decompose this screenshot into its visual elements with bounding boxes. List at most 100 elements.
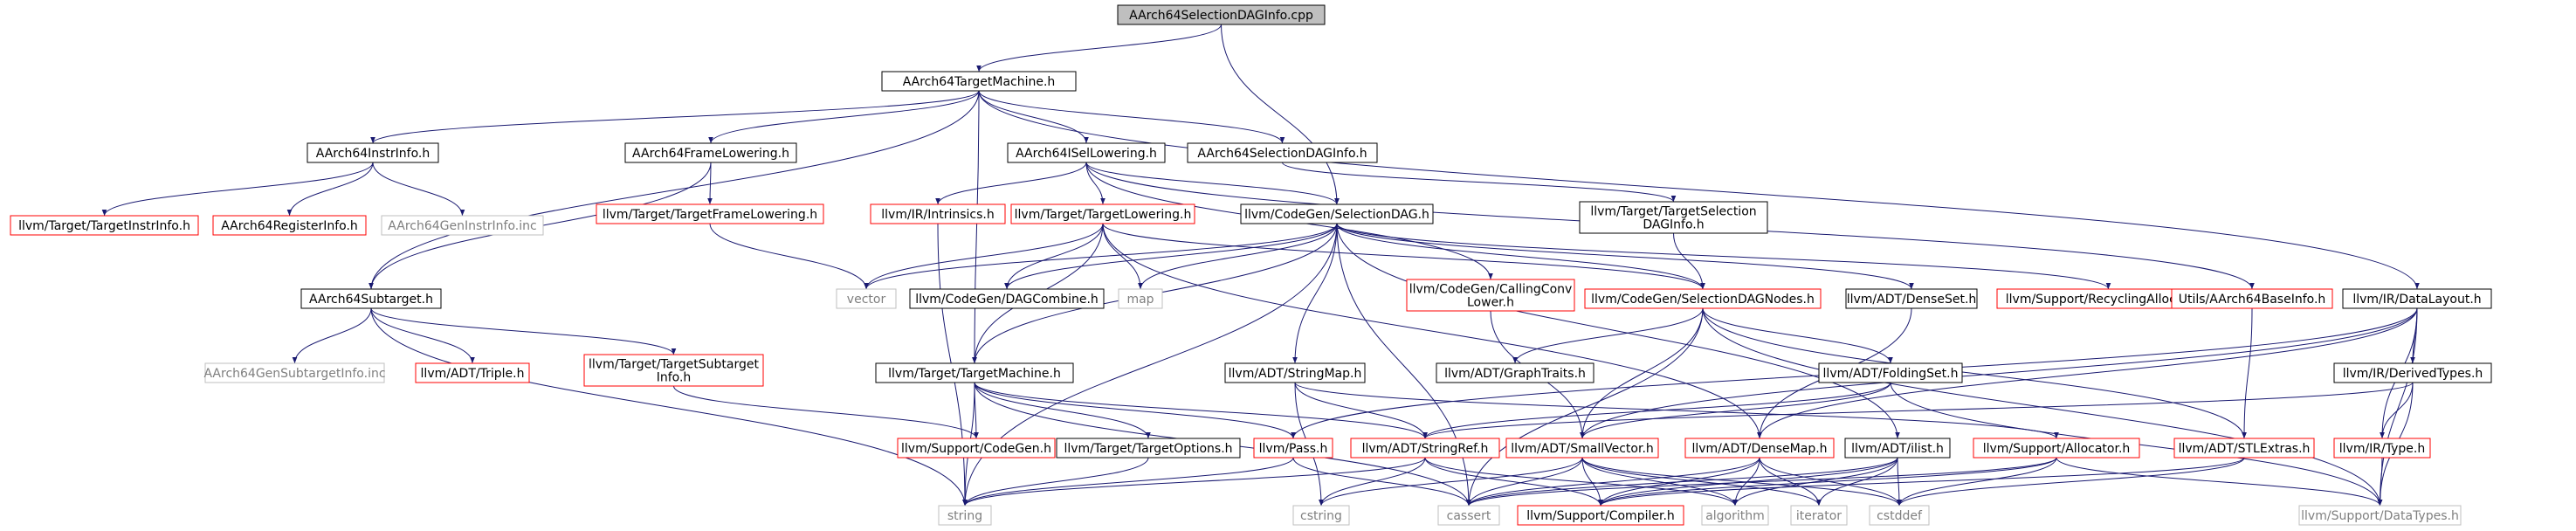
- node-label: llvm/ADT/Triple.h: [421, 367, 525, 381]
- node-label: AArch64SelectionDAGInfo.cpp: [1129, 9, 1313, 23]
- node-llvm-adt-stlextras-h[interactable]: llvm/ADT/STLExtras.h: [2173, 438, 2315, 459]
- edge-seldagnodes-to-stlextras: [1702, 307, 2247, 439]
- node-box: [1118, 288, 1163, 309]
- node-box: [1350, 438, 1500, 459]
- node-llvm-adt-denseset-h[interactable]: llvm/ADT/DenseSet.h: [1845, 288, 1978, 309]
- node-llvm-adt-smallvector-h[interactable]: llvm/ADT/SmallVector.h: [1505, 438, 1659, 459]
- node-label: llvm/CodeGen/SelectionDAG.h: [1244, 208, 1429, 222]
- node-label: llvm/Support/Allocator.h: [1983, 442, 2131, 456]
- edge-ilist-to-iterator: [1816, 457, 1898, 507]
- node-llvm-ir-type-h[interactable]: llvm/IR/Type.h: [2333, 438, 2431, 459]
- edge-targetmachine-to-stringref: [974, 382, 1428, 439]
- edge-smallvector-to-cstddef: [1581, 457, 1902, 507]
- edge-stringmap-to-allocator: [1294, 382, 2059, 439]
- edge-selectiondag-to-dagcombine: [1004, 223, 1338, 290]
- edge-allocator-to-compiler: [1598, 457, 2057, 507]
- node-aarch64selectiondaginfo-h[interactable]: AArch64SelectionDAGInfo.h: [1187, 142, 1378, 163]
- node-llvm-adt-stringref-h[interactable]: llvm/ADT/StringRef.h: [1350, 438, 1500, 459]
- node-aarch64targetmachine-h[interactable]: AArch64TargetMachine.h: [881, 71, 1077, 92]
- edge-allocator-to-datatypes: [2056, 457, 2383, 507]
- node-llvm-target-targetoptions-h[interactable]: llvm/Target/TargetOptions.h: [1056, 438, 1241, 459]
- node-llvm-pass-h[interactable]: llvm/Pass.h: [1253, 438, 1333, 459]
- node-aarch64framelowering-h[interactable]: AArch64FrameLowering.h: [624, 142, 797, 163]
- node-box: [1253, 438, 1333, 459]
- node-llvm-adt-stringmap-h[interactable]: llvm/ADT/StringMap.h: [1224, 362, 1366, 383]
- node-aarch64selectiondaginfo-cpp[interactable]: AArch64SelectionDAGInfo.cpp: [1117, 4, 1326, 25]
- node-box: [1240, 203, 1434, 224]
- node-box: [1007, 142, 1166, 163]
- node-llvm-ir-derivedtypes-h[interactable]: llvm/IR/DerivedTypes.h: [2333, 362, 2492, 383]
- node-label: AArch64GenSubtargetInfo.inc: [203, 367, 385, 381]
- node-box: [624, 142, 797, 163]
- node-llvm-support-codegen-h[interactable]: llvm/Support/CodeGen.h: [897, 438, 1056, 459]
- node-llvm-ir-datalayout-h[interactable]: llvm/IR/DataLayout.h: [2342, 288, 2492, 309]
- node-box: [1579, 201, 1768, 234]
- node-box: [1436, 362, 1595, 383]
- node-box: [2171, 288, 2333, 309]
- node-llvm-adt-densemap-h[interactable]: llvm/ADT/DenseMap.h: [1684, 438, 1835, 459]
- node-label: algorithm: [1705, 509, 1765, 523]
- edge-stlextras-to-compiler: [1598, 457, 2245, 507]
- node-label: llvm/Target/TargetInstrInfo.h: [18, 219, 190, 233]
- node-aarch64isellowering-h[interactable]: AArch64ISelLowering.h: [1007, 142, 1166, 163]
- edge-root-to-tm: [976, 24, 1222, 72]
- node-llvm-support-compiler-h[interactable]: llvm/Support/Compiler.h: [1517, 505, 1684, 526]
- edge-smallvector-to-iterator: [1581, 457, 1822, 507]
- edge-subtarget-to-gensubtarget: [292, 307, 372, 364]
- node-llvm-target-targetlowering-h[interactable]: llvm/Target/TargetLowering.h: [1010, 203, 1195, 224]
- node-llvm-support-allocator-h[interactable]: llvm/Support/Allocator.h: [1973, 438, 2140, 459]
- node-llvm-target-targetmachine-h[interactable]: llvm/Target/TargetMachine.h: [875, 362, 1074, 383]
- node-label: vector: [847, 293, 886, 307]
- edge-selectiondag-to-recycling: [1336, 223, 2111, 290]
- node-label: llvm/ADT/StringRef.h: [1362, 442, 1489, 456]
- node-llvm-codegen-dagcombine-h[interactable]: llvm/CodeGen/DAGCombine.h: [909, 288, 1105, 309]
- node-llvm-adt-ilist-h[interactable]: llvm/ADT/ilist.h: [1844, 438, 1951, 459]
- node-label: llvm/Pass.h: [1259, 442, 1328, 456]
- node-aarch64registerinfo-h[interactable]: AArch64RegisterInfo.h: [212, 215, 367, 236]
- node-llvm-adt-triple-h[interactable]: llvm/ADT/Triple.h: [415, 362, 530, 383]
- node-box: [2333, 362, 2492, 383]
- node-box: [212, 215, 367, 236]
- node-llvm-target-targetframelowering-h[interactable]: llvm/Target/TargetFrameLowering.h: [596, 203, 824, 224]
- edge-derivedtypes-to-type: [2380, 382, 2414, 439]
- node-llvm-codegen-selectiondag-h[interactable]: llvm/CodeGen/SelectionDAG.h: [1240, 203, 1434, 224]
- node-llvm-adt-foldingset-h[interactable]: llvm/ADT/FoldingSet.h: [1818, 362, 1963, 383]
- node-llvm-codegen-selectiondagnodes-h[interactable]: llvm/CodeGen/SelectionDAGNodes.h: [1584, 288, 1822, 309]
- node-label: AArch64TargetMachine.h: [903, 75, 1056, 89]
- node-algorithm: algorithm: [1701, 505, 1769, 526]
- node-label: llvm/ADT/StringMap.h: [1229, 367, 1362, 381]
- node-box: [870, 203, 1006, 224]
- node-box: [1117, 4, 1326, 25]
- edge-isellow-to-targetlowering: [1085, 162, 1105, 205]
- edge-densemap-to-iterator: [1759, 457, 1822, 507]
- edge-densemap-to-cassert: [1466, 457, 1760, 507]
- node-llvm-ir-intrinsics-h[interactable]: llvm/IR/Intrinsics.h: [870, 203, 1006, 224]
- node-vector: vector: [836, 288, 897, 309]
- node-label: llvm/IR/Intrinsics.h: [881, 208, 995, 222]
- node-label: llvm/Target/TargetSubtarget: [589, 358, 759, 372]
- node-label: llvm/ADT/GraphTraits.h: [1444, 367, 1586, 381]
- node-aarch64subtarget-h[interactable]: AArch64Subtarget.h: [300, 288, 442, 309]
- edge-framelow-to-targetframelow: [707, 162, 713, 205]
- node-box: [938, 505, 992, 526]
- node-llvm-target-targetinstrinfo-h[interactable]: llvm/Target/TargetInstrInfo.h: [10, 215, 199, 236]
- edge-allocator-to-cstddef: [1897, 457, 2057, 507]
- edge-targetlowering-to-map: [1102, 223, 1143, 290]
- edge-tm-to-instrinfo: [370, 90, 980, 144]
- edge-basinfo-to-stlextras: [2242, 307, 2253, 439]
- node-aarch64instrinfo-h[interactable]: AArch64InstrInfo.h: [307, 142, 439, 163]
- node-box: [836, 288, 897, 309]
- node-box: [1973, 438, 2140, 459]
- edge-root-to-selectiondag: [1221, 24, 1340, 205]
- edge-subtarget-to-triple: [370, 307, 475, 364]
- edge-subtarget-to-string: [370, 307, 968, 507]
- node-box: [1187, 142, 1378, 163]
- edge-ilist-to-algorithm: [1732, 457, 1898, 507]
- node-utils-aarch64baseinfo-h[interactable]: Utils/AArch64BaseInfo.h: [2171, 288, 2333, 309]
- node-box: [1845, 288, 1978, 309]
- node-llvm-adt-graphtraits-h[interactable]: llvm/ADT/GraphTraits.h: [1436, 362, 1595, 383]
